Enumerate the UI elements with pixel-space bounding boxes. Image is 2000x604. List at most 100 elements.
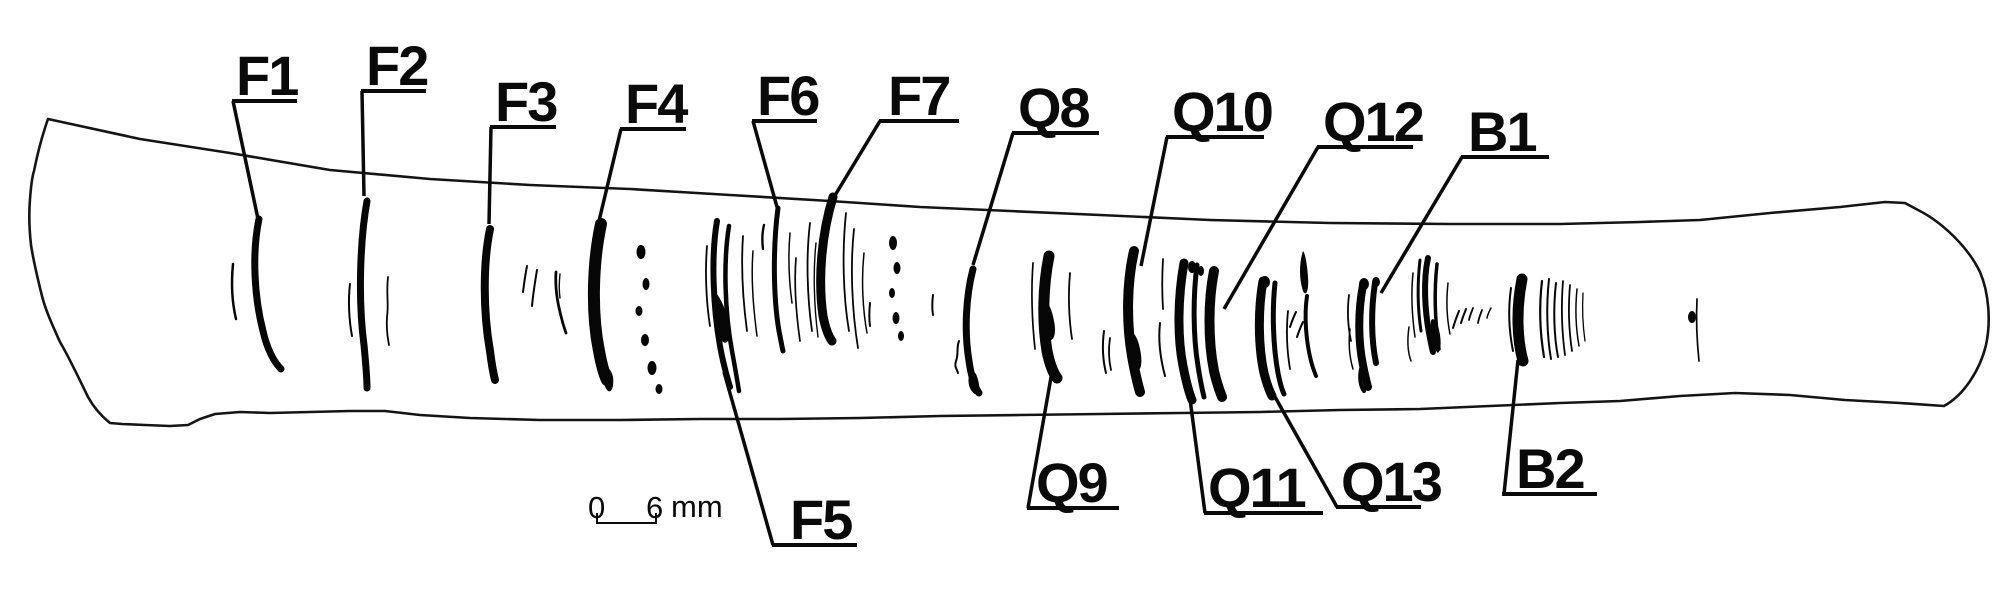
label-F1: F1 [236,44,298,107]
label-Q12: Q12 [1323,90,1423,153]
incision-mark [1031,262,1036,350]
incision-mark [655,384,663,394]
incision-mark [522,265,528,293]
incision-mark [1407,326,1412,362]
incision-mark [1416,258,1423,333]
incision-mark [603,367,614,392]
incision-mark [1300,251,1309,294]
incision-mark [723,223,742,394]
incision-mark [1359,278,1369,290]
incision-mark [842,212,850,332]
incision-mark [705,245,711,327]
incision-mark [1191,262,1207,400]
incision-mark [813,242,819,338]
incision-mark [1430,319,1441,353]
incision-mark [788,232,793,304]
label-Q10: Q10 [1172,80,1272,143]
incision-mark [713,291,730,343]
incision-mark [1270,280,1287,397]
incision-mark [251,215,285,373]
incision-mark [1123,246,1145,397]
incision-mark [1355,281,1372,391]
incision-mark [636,245,646,259]
incision-mark [1581,292,1586,342]
incision-mark [892,312,900,324]
incision-mark [1038,250,1063,384]
incision-mark [1369,280,1379,366]
incision-mark [1512,273,1529,367]
incision-mark [1101,330,1107,374]
incision-mark [480,225,499,384]
incision-mark [1348,328,1354,370]
incision-mark [898,331,904,341]
incision-mark [1041,301,1056,341]
incision-mark [889,288,895,298]
incision-mark [816,192,838,346]
incision-mark [893,262,901,274]
incision-mark [1068,272,1073,340]
leader-Q9 [1026,365,1055,509]
incision-mark [587,218,613,386]
leader-lines [231,90,1520,546]
incision-mark [1553,282,1559,358]
leader-F5 [722,371,775,546]
label-Q13: Q13 [1341,450,1442,513]
label-F3: F3 [495,70,557,133]
leader-B2 [1502,359,1520,495]
label-Q11: Q11 [1208,456,1306,519]
incision-mark [968,371,980,395]
label-Q9: Q9 [1036,451,1108,514]
incision-mark [641,334,649,346]
incision-mark [635,306,643,316]
incision-mark [1347,294,1352,342]
incision-mark [1695,298,1700,362]
incision-mark [1296,321,1304,338]
incision-mark [1127,330,1142,370]
incision-mark [868,302,871,327]
incision-mark [851,228,859,349]
incision-mark [642,278,650,290]
incision-mark [1477,309,1483,324]
incision-marks-layer [230,192,1700,405]
incision-mark [1108,337,1112,371]
incision-mark [1254,276,1277,401]
incision-mark [771,205,786,354]
incision-mark [347,283,353,337]
incision-mark [861,252,868,334]
label-texts: F1 F2 F3 F4 F6 F7 Q8 Q10 Q12 B1 F5 Q9 Q1… [236,34,1586,551]
leader-Q10 [1139,136,1169,267]
leader-Q13 [1268,387,1339,508]
incision-mark [1174,258,1197,405]
incision-mark [1452,310,1460,329]
incision-mark [806,222,813,332]
incision-mark [741,235,748,332]
incision-mark [761,223,766,251]
incision-mark [558,273,561,299]
label-F4: F4 [625,72,688,135]
incision-mark [1372,277,1380,287]
incision-mark [385,276,390,346]
leader-F4 [597,128,623,222]
incision-mark [931,294,934,316]
incision-mark [1286,310,1291,370]
leader-F6 [751,120,779,208]
incision-mark [794,257,801,342]
leader-B1 [1379,156,1464,294]
incision-mark [1575,288,1580,347]
leader-F2 [360,90,366,197]
incision-mark [230,262,238,321]
leader-F3 [487,126,493,225]
incision-mark [1198,266,1204,276]
incision-mark [1422,255,1436,355]
leader-Q8 [971,132,1015,266]
leader-F7 [832,120,882,198]
incision-mark [954,340,960,374]
incision-mark [1468,307,1474,321]
incision-mark [531,269,538,307]
leader-F1 [231,100,260,220]
incision-mark [1303,294,1318,378]
scale-unit-label: mm [671,489,723,524]
label-Q8: Q8 [1018,76,1090,139]
